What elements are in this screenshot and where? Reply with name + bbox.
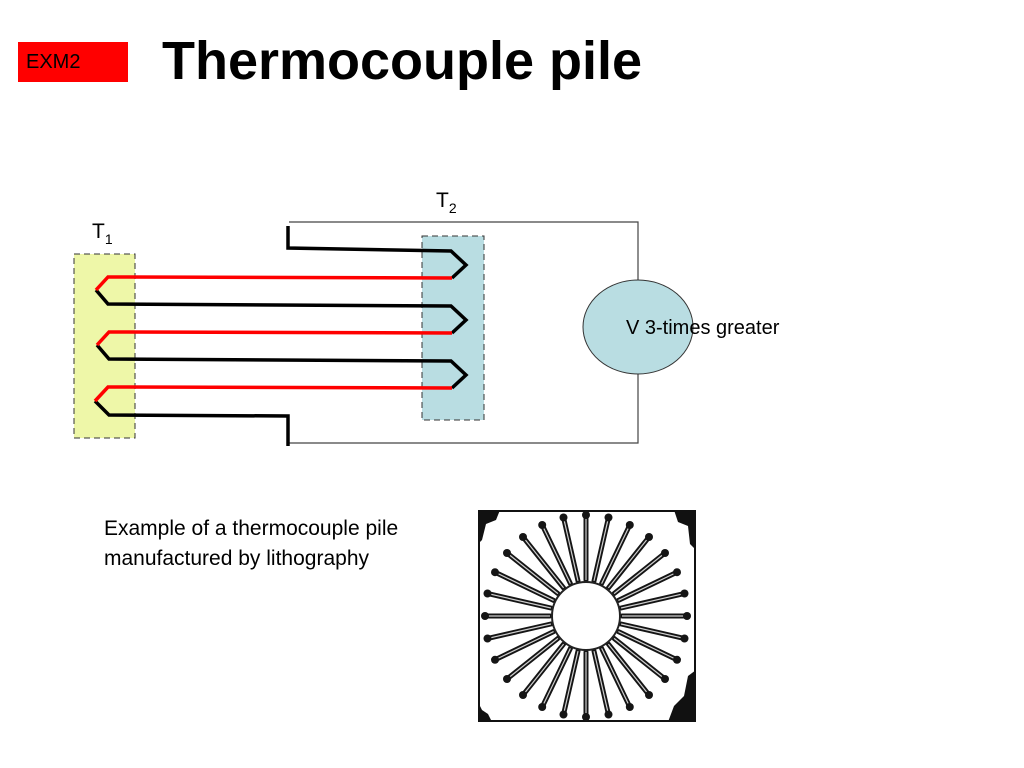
photo-corner-bl	[478, 702, 492, 722]
photo-spoke-pad	[661, 675, 669, 683]
photo-spoke-highlight	[509, 637, 559, 678]
black-wire-lead-top	[286, 226, 469, 280]
photo-spoke-highlight	[542, 648, 571, 705]
black-wire-lead-bottom	[93, 399, 290, 446]
photo-corner-tr	[674, 510, 696, 550]
photo-spoke-highlight	[524, 643, 565, 693]
photo-corner-br	[668, 670, 696, 722]
photo-spoke-highlight	[490, 593, 552, 609]
photo-spoke-highlight	[524, 539, 565, 589]
cold-junction-block	[73, 253, 136, 439]
black-wire-1	[94, 288, 469, 335]
photo-spoke-pad	[538, 521, 547, 529]
photo-spoke-highlight	[607, 643, 648, 693]
photo-spoke-pad	[503, 675, 511, 683]
red-wire-1	[94, 275, 453, 292]
photo-spoke-highlight	[542, 527, 571, 584]
photo-spoke-pad	[645, 691, 653, 699]
cold-junction-label: T1	[92, 220, 113, 247]
photo-spoke-pad	[519, 533, 527, 541]
photo-spoke-highlight	[497, 631, 554, 660]
photo-spoke-highlight	[618, 631, 675, 660]
photo-spoke-highlight	[593, 520, 609, 582]
photo-spoke-highlight	[620, 623, 682, 639]
photo-spokes	[481, 511, 691, 721]
photo-spoke-pad	[582, 713, 590, 721]
photo-spoke-highlight	[497, 572, 554, 601]
photo-spoke-highlight	[601, 648, 630, 705]
hot-junction-block	[421, 235, 485, 421]
photo-spoke-pad	[538, 703, 547, 711]
photo-spoke-highlight	[613, 554, 663, 595]
photo-spoke-pad	[491, 568, 499, 577]
lithography-thermopile-image	[478, 510, 696, 722]
voltmeter-label: V 3-times greater	[626, 317, 780, 339]
photo-border	[478, 510, 696, 722]
photo-corner-tl	[478, 510, 500, 544]
photo-spoke-pad	[582, 511, 590, 519]
photo-spoke-highlight	[490, 623, 552, 639]
red-wire-3	[93, 385, 453, 403]
circuit-wire-bottom	[289, 372, 639, 444]
photo-spoke-highlight	[593, 650, 609, 712]
photo-spoke-pad	[503, 549, 511, 557]
cold-junction-letter: T	[92, 220, 105, 243]
photo-spoke-highlight	[618, 572, 675, 601]
hot-junction-letter: T	[436, 189, 449, 212]
photo-spoke-pad	[491, 655, 499, 664]
photo-spoke-highlight	[601, 527, 630, 584]
photo-spoke-pad	[683, 612, 691, 620]
photo-spoke-pad	[559, 710, 568, 719]
photo-spoke-pad	[673, 568, 681, 577]
photo-spoke-pad	[680, 634, 689, 643]
page-title: Thermocouple pile	[162, 31, 643, 91]
figure-caption: Example of a thermocouple pile manufactu…	[104, 517, 399, 570]
photo-spoke-pad	[604, 513, 613, 522]
photo-spoke-highlight	[563, 520, 579, 582]
voltmeter	[582, 279, 694, 375]
photo-spoke-pad	[481, 612, 489, 620]
hot-junction-label: T2	[436, 189, 457, 216]
photo-spoke-pad	[559, 513, 568, 522]
photo-spoke-pad	[519, 691, 527, 699]
photo-spoke-pad	[625, 521, 634, 529]
photo-spoke-pad	[680, 589, 689, 598]
photo-center-ring	[551, 581, 621, 651]
photo-spoke-highlight	[607, 539, 648, 589]
photo-spoke-pad	[483, 634, 492, 643]
photo-spoke-highlight	[613, 637, 663, 678]
photo-spoke-highlight	[620, 593, 682, 609]
photo-spoke-pad	[661, 549, 669, 557]
hot-junction-subscript: 2	[449, 200, 457, 216]
photo-spoke-pad	[625, 703, 634, 711]
photo-spoke-highlight	[563, 650, 579, 712]
photo-spoke-pad	[645, 533, 653, 541]
cold-junction-subscript: 1	[105, 231, 113, 247]
photo-spoke-pad	[673, 655, 681, 664]
black-wire-2	[95, 343, 469, 390]
photo-spoke-highlight	[509, 554, 559, 595]
red-wire-2	[95, 330, 453, 347]
photo-spoke-pad	[604, 710, 613, 719]
circuit-wire-top	[289, 221, 639, 282]
slide-badge: EXM2	[18, 42, 128, 82]
photo-spoke-pad	[483, 589, 492, 598]
